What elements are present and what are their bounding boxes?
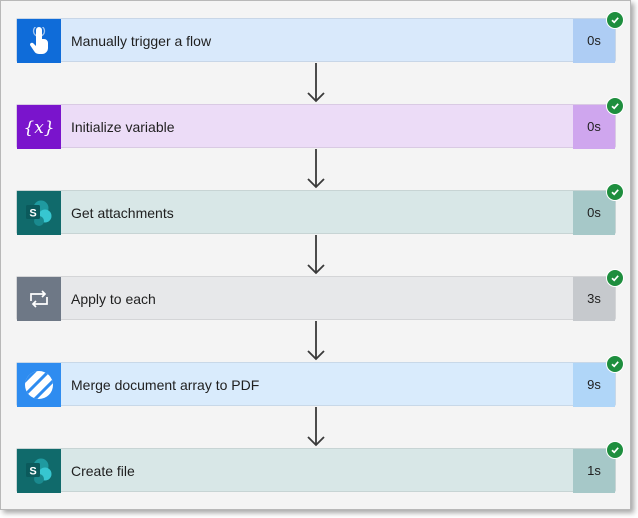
- svg-text:S: S: [29, 466, 36, 478]
- sharepoint-icon: S: [26, 458, 52, 484]
- success-check-icon: [606, 97, 624, 115]
- svg-text:S: S: [29, 208, 36, 220]
- touch-hand-icon: [29, 27, 48, 54]
- step-get-attachments[interactable]: S Get attachments 0s: [16, 183, 624, 235]
- encodian-stripes-icon: [25, 371, 53, 399]
- variable-icon-box: {x}: [17, 105, 61, 149]
- connector-arrow: [307, 149, 325, 189]
- success-check-icon: [606, 11, 624, 29]
- success-check-icon: [606, 269, 624, 287]
- connector-arrow: [307, 407, 325, 447]
- step-apply-to-each[interactable]: Apply to each 3s: [16, 269, 624, 321]
- flow-run-canvas: Manually trigger a flow 0s {x} Initializ…: [0, 0, 631, 510]
- step-manually-trigger-a-flow[interactable]: Manually trigger a flow 0s: [16, 11, 624, 63]
- variable-braces-icon: {x}: [23, 118, 54, 138]
- success-check-icon: [606, 441, 624, 459]
- step-label: Manually trigger a flow: [71, 33, 212, 49]
- step-label: Merge document array to PDF: [71, 377, 260, 393]
- loop-icon-box: [17, 277, 61, 321]
- step-label: Apply to each: [71, 291, 156, 307]
- svg-text:{x}: {x}: [23, 118, 54, 138]
- sharepoint-icon: S: [26, 200, 52, 226]
- connector-arrow: [307, 235, 325, 275]
- success-check-icon: [606, 183, 624, 201]
- step-label: Get attachments: [71, 205, 174, 221]
- sharepoint-icon-box: S: [17, 449, 61, 493]
- connector-arrow: [307, 63, 325, 103]
- loop-icon: [30, 290, 48, 308]
- sharepoint-icon-box: S: [17, 191, 61, 235]
- encodian-icon-box: [17, 363, 61, 407]
- step-merge-document-array-to-pdf[interactable]: Merge document array to PDF 9s: [16, 355, 624, 407]
- trigger-icon-box: [17, 19, 61, 63]
- step-create-file[interactable]: S Create file 1s: [16, 441, 624, 493]
- success-check-icon: [606, 355, 624, 373]
- step-label: Initialize variable: [71, 119, 175, 135]
- step-label: Create file: [71, 463, 135, 479]
- step-initialize-variable[interactable]: {x} Initialize variable 0s: [16, 97, 624, 149]
- connector-arrow: [307, 321, 325, 361]
